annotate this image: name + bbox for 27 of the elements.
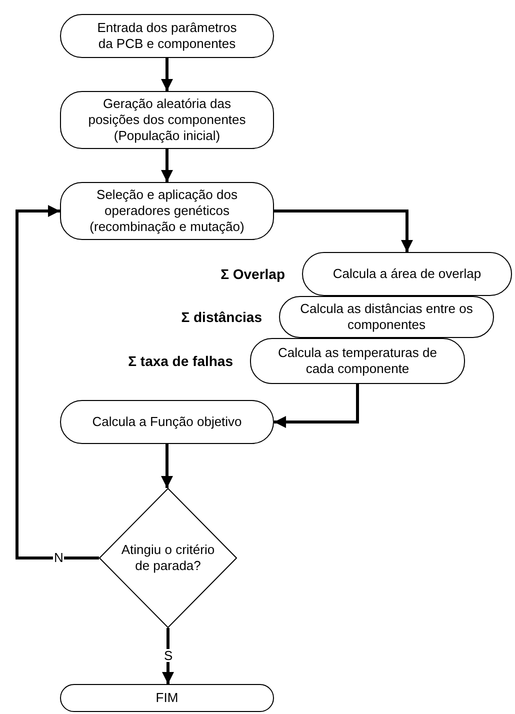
step-text: FIM <box>156 690 178 706</box>
sum-label: Σ Overlap <box>220 266 285 282</box>
decision-text: Atingiu o critério de parada? <box>120 542 216 574</box>
process-box <box>60 14 274 58</box>
step-text: Calcula a área de overlap <box>332 266 482 282</box>
decision-diamond <box>99 488 237 628</box>
process-box <box>60 91 274 149</box>
arrow <box>161 149 173 182</box>
process-box <box>60 400 274 444</box>
step-text: Calcula a Função objetivo <box>92 414 242 430</box>
arrow <box>162 628 174 684</box>
process-box <box>60 684 274 712</box>
arrow <box>274 384 359 428</box>
arrow <box>16 205 99 560</box>
step-text: Geração aleatória das posições dos componentes (População inicial) <box>87 96 247 144</box>
step-text: Seleção e aplicação dos operadores genéticos (recombinação e mutação) <box>88 186 246 236</box>
step-text: Calcula as distâncias entre os componentes <box>299 300 474 334</box>
arrow <box>274 210 413 252</box>
sum-label: Σ distâncias <box>181 309 262 325</box>
sum-label: Σ taxa de falhas <box>128 353 233 369</box>
step-text: Calcula as temperaturas de cada componente <box>277 344 438 378</box>
edge-label: S <box>163 649 174 662</box>
arrow <box>161 444 173 488</box>
arrow <box>161 58 173 91</box>
step-text: Entrada dos parâmetros da PCB e componentes <box>96 20 238 52</box>
process-box <box>60 182 274 240</box>
edge-label: N <box>53 551 64 564</box>
